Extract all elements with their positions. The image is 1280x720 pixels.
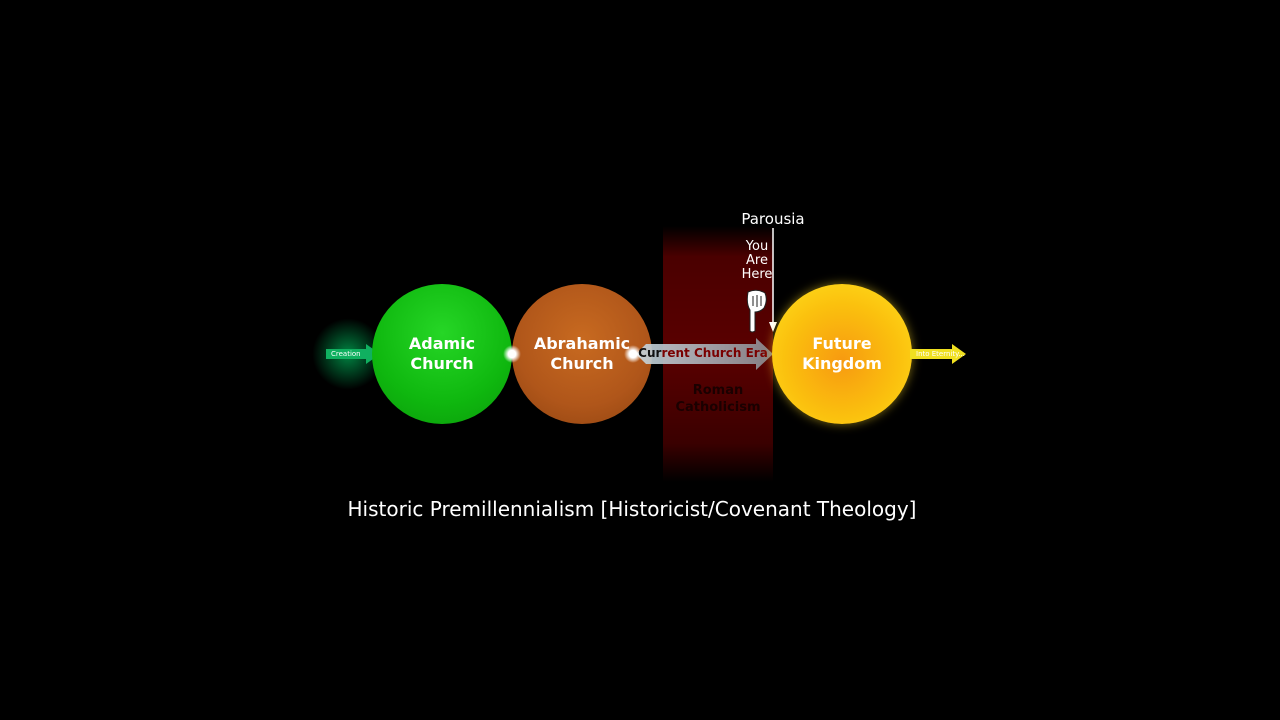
into-eternity-arrow bbox=[910, 344, 966, 364]
current-church-era-arrow bbox=[636, 338, 773, 370]
era-label-part: rent Church Era bbox=[661, 346, 768, 360]
band-line1: Roman bbox=[692, 383, 744, 398]
creation-arrow bbox=[326, 344, 380, 364]
you-are-here-line: Here bbox=[741, 267, 773, 282]
you-are-here-label: You Are Here bbox=[737, 240, 777, 282]
roman-catholicism-label: Roman Catholicism bbox=[663, 382, 773, 416]
circle-label: Future bbox=[812, 334, 872, 353]
creation-label: Creation bbox=[331, 350, 361, 358]
parousia-label: Parousia bbox=[741, 210, 805, 228]
circle-label: Church bbox=[410, 354, 474, 373]
circle-label: Adamic bbox=[408, 334, 476, 353]
connector-glow bbox=[503, 345, 521, 363]
you-are-here-line: Are bbox=[746, 253, 768, 268]
era-label-part: Cur bbox=[638, 346, 662, 360]
pointing-hand-icon bbox=[746, 289, 767, 333]
circle-label: Abrahamic bbox=[533, 334, 631, 353]
parousia-arrow bbox=[769, 228, 777, 332]
diagram-title: Historic Premillennialism [Historicist/C… bbox=[347, 497, 917, 521]
current-church-era-label: Current Church Era bbox=[636, 346, 770, 360]
band-line2: Catholicism bbox=[675, 400, 761, 415]
connector-glow bbox=[624, 345, 642, 363]
you-are-here-line: You bbox=[745, 239, 769, 254]
circle-label: Kingdom bbox=[802, 354, 882, 373]
into-eternity-label: Into Eternity... bbox=[916, 350, 965, 358]
circle-label: Church bbox=[550, 354, 614, 373]
